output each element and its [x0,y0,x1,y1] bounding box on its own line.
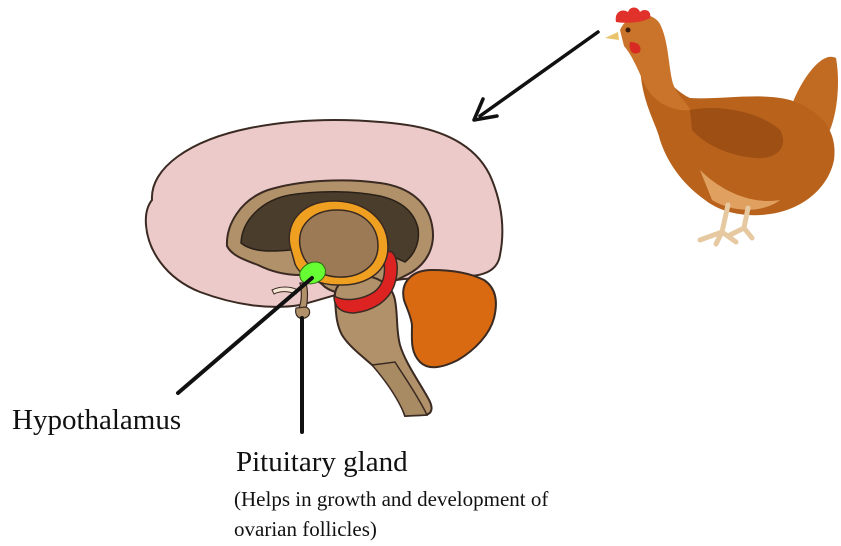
pituitary-note-line-2: ovarian follicles) [234,517,377,542]
cerebellum [403,270,496,367]
hen-beak [605,32,619,40]
pituitary-note-line-1: (Helps in growth and development of [234,487,548,512]
hen-neck [620,15,690,110]
hypothalamus-label: Hypothalamus [12,404,181,437]
hen-eye [626,28,631,33]
hen-illustration [605,8,838,245]
pituitary-gland-label: Pituitary gland [236,446,408,479]
hen-to-brain-arrow [474,32,598,120]
brain-illustration [146,120,503,416]
